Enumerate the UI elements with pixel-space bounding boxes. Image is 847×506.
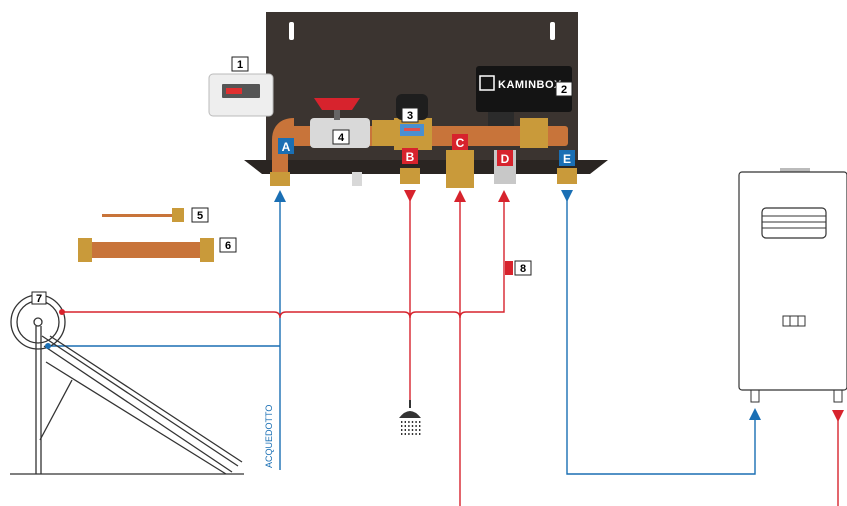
- shower-drop: [405, 433, 406, 435]
- label-7: 7: [32, 292, 46, 305]
- svg-text:B: B: [406, 150, 415, 164]
- thermostat-controller-icon: [209, 74, 273, 116]
- arrow-down-boiler: [832, 410, 844, 422]
- panel-base: [244, 160, 608, 174]
- svg-text:6: 6: [225, 240, 231, 252]
- arrow-up-A: [274, 190, 286, 202]
- fitting-C: [446, 150, 474, 188]
- label-8: 8: [505, 261, 531, 275]
- shower-drop: [419, 421, 420, 423]
- label-2: 2: [556, 82, 572, 96]
- arrow-up-boiler: [749, 408, 761, 420]
- svg-text:5: 5: [197, 210, 203, 222]
- svg-text:7: 7: [36, 293, 42, 305]
- svg-text:C: C: [456, 136, 465, 150]
- shower-drop: [408, 425, 409, 427]
- shower-drop: [408, 429, 409, 431]
- connection-A: A: [278, 138, 294, 154]
- fitting-sleeve: [520, 118, 548, 148]
- solar-collector-icon: [10, 295, 244, 474]
- shower-drop: [419, 425, 420, 427]
- arrow-down-B: [404, 190, 416, 202]
- shower-drop: [405, 429, 406, 431]
- panel-slot-left: [289, 22, 294, 40]
- shower-drop: [412, 433, 413, 435]
- arrow-down-E: [561, 190, 573, 202]
- cold-pipe-E-boiler: [567, 200, 755, 474]
- solar-cold-inlet: [45, 343, 51, 349]
- solar-hot-outlet: [59, 309, 65, 315]
- shower-drop: [415, 421, 416, 423]
- brand-logo: KAMINBOX: [498, 79, 562, 91]
- kaminbox-unit: KAMINBOX: [244, 12, 608, 188]
- fitting-drain: [352, 172, 362, 186]
- svg-text:8: 8: [520, 263, 526, 275]
- shower-drop: [401, 425, 402, 427]
- connection-C: C: [452, 134, 468, 150]
- shower-drop: [405, 425, 406, 427]
- shower-drop: [415, 429, 416, 431]
- label-3: 3: [402, 108, 418, 122]
- svg-text:4: 4: [338, 132, 345, 144]
- shower-drop: [408, 421, 409, 423]
- shower-drop: [408, 433, 409, 435]
- shower-drop: [412, 421, 413, 423]
- svg-text:3: 3: [407, 110, 413, 122]
- connection-E: E: [559, 150, 575, 166]
- heat-exchanger: [78, 238, 214, 262]
- svg-text:2: 2: [561, 84, 567, 96]
- shower-drop: [412, 429, 413, 431]
- label-1: 1: [232, 57, 248, 71]
- panel-slot-right: [550, 22, 555, 40]
- fitting-E: [557, 168, 577, 184]
- svg-text:E: E: [563, 152, 571, 166]
- shower-drop: [419, 429, 420, 431]
- fitting-A: [270, 172, 290, 186]
- fitting-union: [372, 120, 394, 146]
- svg-text:D: D: [501, 152, 510, 166]
- shower-drop: [405, 421, 406, 423]
- shower-drop: [401, 433, 402, 435]
- svg-text:1: 1: [237, 59, 243, 71]
- sensor-probe: [102, 208, 184, 222]
- shower-drop: [415, 425, 416, 427]
- shower-drop: [412, 425, 413, 427]
- aqueduct-label: ACQUEDOTTO: [264, 405, 274, 468]
- arrow-up-D: [498, 190, 510, 202]
- label-4: 4: [333, 130, 349, 144]
- connection-D: D: [497, 150, 513, 166]
- shower-drop: [401, 429, 402, 431]
- svg-text:A: A: [282, 140, 291, 154]
- fitting-B: [400, 168, 420, 184]
- label-6: 6: [220, 238, 236, 252]
- shower-drop: [415, 433, 416, 435]
- connection-B: B: [402, 148, 418, 164]
- arrow-up-C: [454, 190, 466, 202]
- label-5: 5: [192, 208, 208, 222]
- boiler-icon: [739, 168, 847, 402]
- pipe-network: [48, 190, 844, 506]
- hot-pipe-solar-to-D: [62, 202, 504, 318]
- shower-head-icon: [399, 400, 421, 435]
- shower-drop: [401, 421, 402, 423]
- shower-drop: [419, 433, 420, 435]
